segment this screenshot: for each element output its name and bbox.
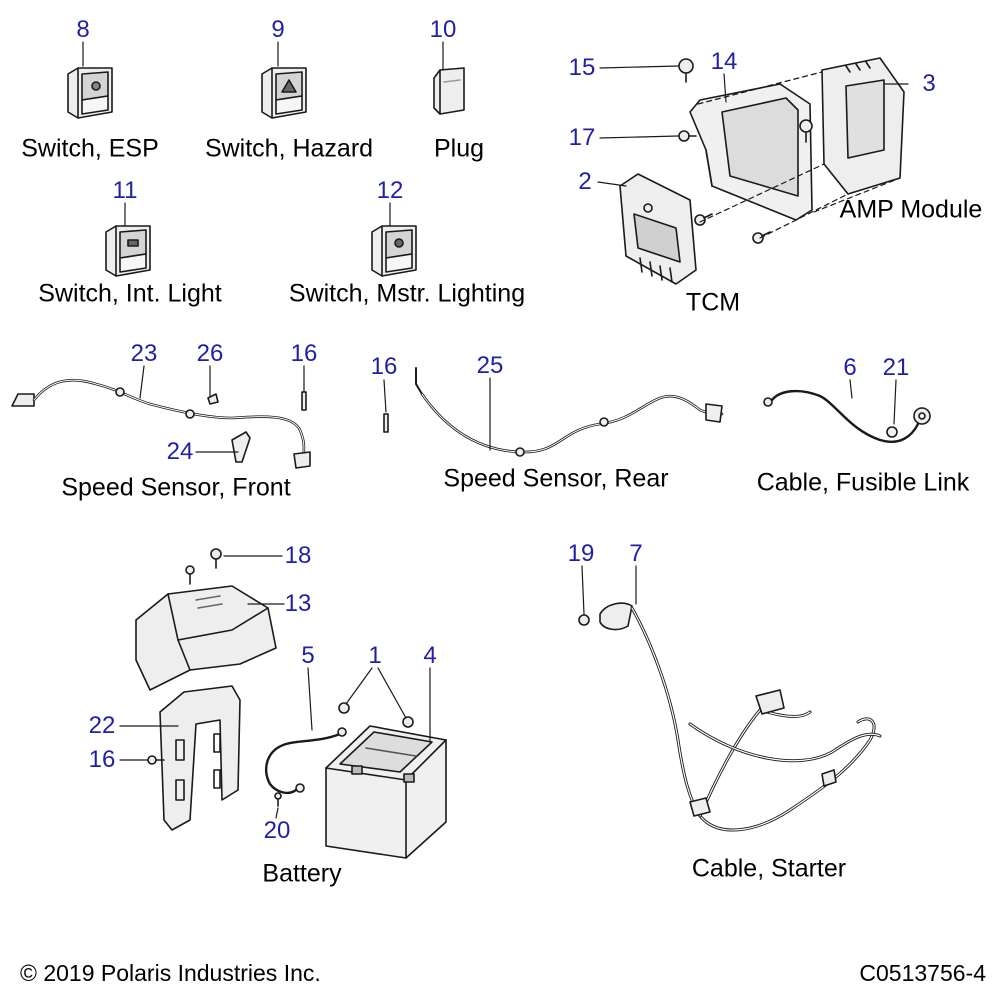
callout-12: 12 bbox=[376, 177, 404, 204]
callout-9: 9 bbox=[271, 16, 285, 43]
callout-14: 14 bbox=[710, 48, 738, 75]
callout-17: 17 bbox=[568, 124, 596, 151]
label-switch-int-light: Switch, Int. Light bbox=[38, 279, 222, 308]
battery-cable-drawing bbox=[265, 727, 347, 807]
callout-10: 10 bbox=[429, 16, 457, 43]
label-cable-starter: Cable, Starter bbox=[691, 854, 847, 883]
callout-15: 15 bbox=[568, 54, 596, 81]
callout-24: 24 bbox=[166, 438, 194, 465]
callout-5: 5 bbox=[301, 642, 315, 669]
label-switch-hazard: Switch, Hazard bbox=[204, 134, 374, 163]
label-switch-mstr-lighting: Switch, Mstr. Lighting bbox=[288, 279, 526, 308]
callout-19: 19 bbox=[567, 540, 595, 567]
label-speed-sensor-rear: Speed Sensor, Rear bbox=[443, 464, 669, 493]
copyright-text: © 2019 Polaris Industries Inc. bbox=[20, 960, 321, 986]
callout-26: 26 bbox=[196, 340, 224, 367]
callout-20: 20 bbox=[263, 817, 291, 844]
battery-drawing bbox=[325, 702, 447, 859]
tcm-drawing bbox=[619, 173, 697, 285]
callout-7: 7 bbox=[629, 540, 643, 567]
label-tcm: TCM bbox=[685, 288, 741, 317]
callout-21: 21 bbox=[882, 354, 910, 381]
label-battery: Battery bbox=[262, 859, 342, 888]
callout-8: 8 bbox=[76, 16, 90, 43]
label-speed-sensor-front: Speed Sensor, Front bbox=[61, 473, 291, 502]
callout-13: 13 bbox=[284, 590, 312, 617]
callout-25: 25 bbox=[476, 352, 504, 379]
callout-23: 23 bbox=[130, 340, 158, 367]
starter-cable-drawing bbox=[578, 602, 882, 832]
callout-3: 3 bbox=[922, 70, 936, 97]
callout-18: 18 bbox=[284, 542, 312, 569]
callout-6: 6 bbox=[843, 354, 857, 381]
figure-id: C0513756-4 bbox=[859, 960, 986, 986]
callout-22: 22 bbox=[88, 712, 116, 739]
battery-bracket-drawing bbox=[147, 685, 241, 831]
fusible-link-drawing bbox=[763, 389, 931, 443]
plug-drawing bbox=[433, 67, 465, 115]
label-cable-fusible-link: Cable, Fusible Link bbox=[756, 468, 970, 497]
fasteners-tcm bbox=[678, 58, 901, 244]
battery-cover-drawing bbox=[135, 548, 277, 691]
callout-4: 4 bbox=[423, 642, 437, 669]
switch-esp-drawing bbox=[67, 67, 113, 119]
callout-1: 1 bbox=[368, 642, 382, 669]
amp-module-drawing bbox=[821, 57, 905, 195]
switch-int-light-drawing bbox=[105, 225, 151, 277]
speed-sensor-rear-drawing bbox=[383, 367, 724, 457]
callout-2: 2 bbox=[578, 168, 592, 195]
switch-mstr-lighting-drawing bbox=[371, 225, 417, 277]
label-plug: Plug bbox=[433, 134, 485, 163]
speed-sensor-front-drawing bbox=[11, 378, 311, 469]
switch-hazard-drawing bbox=[261, 67, 307, 119]
bracket-14-drawing bbox=[689, 83, 813, 221]
callout-11: 11 bbox=[112, 177, 138, 204]
callout-16-battery: 16 bbox=[88, 746, 116, 773]
label-amp-module: AMP Module bbox=[839, 195, 983, 224]
callout-16-rear: 16 bbox=[370, 353, 398, 380]
leader-lines bbox=[82, 41, 909, 819]
callout-16-front: 16 bbox=[290, 340, 318, 367]
label-switch-esp: Switch, ESP bbox=[21, 134, 159, 163]
